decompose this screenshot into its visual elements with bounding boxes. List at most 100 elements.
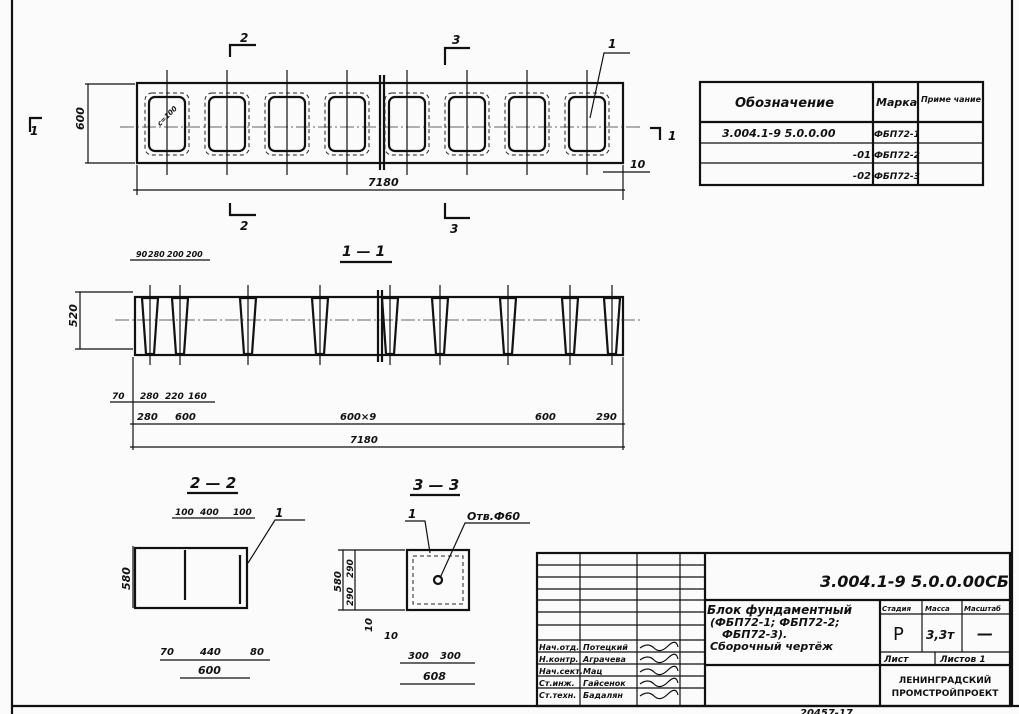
signature: [639, 689, 679, 700]
section-3-3-height-dim: 580: [333, 571, 344, 592]
bottom-dim: 220: [165, 392, 184, 402]
row-mark: ФБП72-2: [874, 151, 920, 161]
section-mark-3-bottom: 3: [450, 222, 458, 236]
scale-label: Масштаб: [964, 605, 1001, 613]
staff-name: Гайсенок: [583, 679, 626, 688]
bottom-dim: 280: [137, 412, 158, 423]
top-dim: 200: [186, 250, 203, 259]
staff-role: Ст.техн.: [539, 691, 576, 700]
bottom-dim: 290: [596, 412, 617, 423]
section-mark-2-bottom: 2: [240, 219, 248, 233]
section-2-2-width-dim: 600: [198, 664, 221, 677]
bottom-dim: 440: [199, 647, 221, 658]
drawing-name-line: ФБП72-3).: [722, 628, 787, 641]
bottom-dim: 70: [160, 647, 174, 658]
web-taper: [310, 296, 330, 356]
sheets-label: Листов 1: [939, 655, 986, 665]
staff-name: Агрaчева: [582, 655, 626, 664]
drawing-name-line: (ФБП72-1; ФБП72-2;: [710, 616, 840, 629]
plan-view: 600 7180 10 1 c=100 1 1 2 2 3 3: [28, 31, 676, 236]
section-mark-3-top: 3: [452, 33, 460, 47]
plan-leader-label: 1: [608, 37, 616, 51]
row-designation: -02: [853, 171, 871, 182]
drawing-name-line: Сборочный чертёж: [710, 640, 834, 653]
section-2-2-leader-label: 1: [275, 506, 283, 520]
mass-label: Масса: [925, 605, 950, 613]
bottom-dim: 600: [175, 412, 196, 423]
signature: [639, 653, 679, 664]
header-note: Приме чание: [921, 95, 982, 104]
section-1-1-length-dim: 7180: [350, 435, 378, 446]
section-1-1-title: 1 — 1: [342, 244, 385, 260]
staff-name: Мац: [583, 667, 602, 676]
bottom-dim: 300: [440, 651, 461, 662]
plan-length-dim: 7180: [368, 176, 399, 189]
row-mark: ФБП72-1: [874, 130, 920, 140]
staff-name: Потецкий: [583, 643, 628, 652]
header-designation: Обозначение: [735, 96, 834, 111]
stage-label: Стадия: [882, 605, 911, 613]
top-dim: 280: [148, 250, 165, 259]
gap-dim: 10: [384, 631, 398, 642]
gap-dim: 10: [364, 618, 375, 632]
section-1-1-height-dim: 520: [67, 304, 80, 327]
web-taper: [602, 296, 622, 356]
plan-gap-dim: 10: [630, 158, 646, 171]
web-taper: [560, 296, 580, 356]
section-3-3-title: 3 — 3: [413, 476, 459, 494]
staff-role: Нач.сект.: [539, 667, 583, 676]
signature: [639, 677, 679, 688]
title-block: 3.004.1-9 5.0.0.00СБ Блок фундаментный (…: [535, 551, 1012, 714]
section-2-2-title: 2 — 2: [190, 474, 236, 492]
bottom-dim: 600: [535, 412, 556, 423]
section-2-2: 2 — 2 100 400 100 580 1 70 440 80 600: [120, 474, 305, 679]
drawing-name-line: Блок фундаментный: [707, 603, 853, 617]
top-dim: 100: [175, 508, 194, 518]
half-dim: 290: [346, 587, 356, 606]
stage-value: Р: [893, 624, 904, 645]
section-1-1: 1 — 1 520 90 280 200 200 70 280 220 160 …: [67, 244, 640, 450]
web-taper: [238, 296, 258, 356]
header-mark: Марка: [876, 96, 917, 109]
specification-table: Обозначение Марка Приме чание 3.004.1-9 …: [698, 80, 985, 187]
top-dim: 90: [136, 250, 148, 259]
row-designation: 3.004.1-9 5.0.0.00: [722, 127, 836, 140]
web-taper: [170, 296, 190, 356]
bottom-dim: 80: [250, 647, 264, 658]
staff-role: Нач.отд.: [539, 643, 579, 652]
web-taper: [430, 296, 450, 356]
web-taper: [380, 296, 400, 356]
bottom-dim: 160: [188, 392, 207, 402]
mass-value: 3,3т: [926, 628, 955, 642]
top-dim: 400: [199, 508, 219, 518]
bottom-dim: 600×9: [340, 412, 376, 423]
bottom-dim: 70: [112, 392, 125, 402]
section-mark-1-left: 1: [30, 124, 38, 138]
row-mark: ФБП72-3: [874, 172, 920, 182]
staff-role: Н.контр.: [539, 655, 579, 664]
drawing-code: 3.004.1-9 5.0.0.00СБ: [820, 572, 1009, 591]
top-dim: 200: [167, 250, 184, 259]
section-mark-1-right: 1: [668, 129, 676, 143]
section-2-2-height-dim: 580: [120, 567, 133, 590]
half-dim: 290: [346, 559, 356, 578]
staff-role: Ст.инж.: [539, 679, 575, 688]
row-designation: -01: [853, 150, 871, 161]
bottom-dim: 300: [408, 651, 429, 662]
section-mark-2-top: 2: [240, 31, 248, 45]
section-3-3: 3 — 3 1 Отв.Ф60 580 290 290 10 10 300 30…: [333, 476, 530, 685]
plan-height-dim: 600: [74, 107, 87, 130]
web-taper: [498, 296, 518, 356]
scale-value: —: [977, 624, 993, 643]
top-dim: 100: [233, 508, 252, 518]
staff-name: Бадалян: [583, 691, 623, 700]
web-taper: [140, 296, 160, 356]
archive-number: 20457-17: [800, 708, 853, 714]
organization-line: ЛЕНИНГРАДСКИЙ: [899, 674, 992, 686]
organization-line: ПРОМСТРОЙПРОЕКТ: [892, 687, 1000, 699]
bottom-dim: 280: [140, 392, 159, 402]
hole-label: Отв.Ф60: [467, 510, 520, 523]
section-3-3-width-dim: 608: [423, 670, 446, 683]
